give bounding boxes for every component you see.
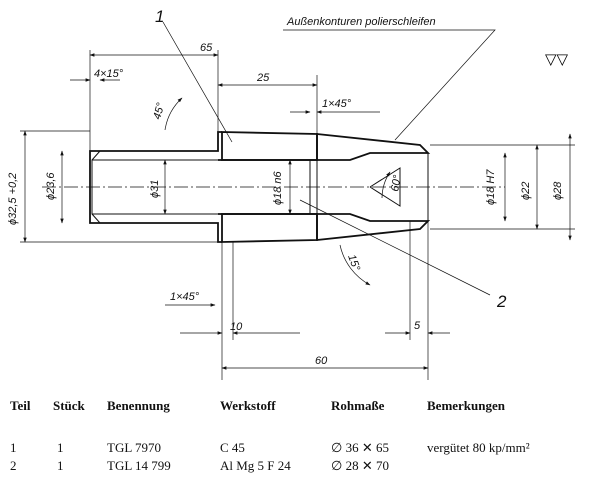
dim-dia-32: ϕ32,5 +0,2 — [7, 173, 19, 225]
dim-len-60: 60 — [315, 355, 328, 367]
leader-lines — [162, 21, 496, 296]
dim-dia-23: ϕ23,6 — [45, 172, 57, 200]
table-row: 1 1 TGL 7970 C 45 ∅ 36 ✕ 65 vergütet 80 … — [0, 440, 600, 458]
cell-rohmasse: ∅ 36 ✕ 65 — [331, 440, 389, 456]
dim-dia-31: ϕ31 — [149, 180, 161, 198]
cell-stueck: 1 — [57, 458, 64, 473]
table-row: 2 1 TGL 14 799 Al Mg 5 F 24 ∅ 28 ✕ 70 — [0, 458, 600, 476]
table-header-row: Teil Stück Benennung Werkstoff Rohmaße B… — [0, 398, 600, 416]
cell-werkstoff: Al Mg 5 F 24 — [220, 458, 291, 473]
dim-len-5: 5 — [414, 320, 421, 332]
dim-angle-45: 45° — [151, 101, 167, 121]
callout-part2: 2 — [496, 292, 507, 311]
diameter-icon: ∅ — [331, 441, 343, 456]
times-icon: ✕ — [361, 441, 373, 456]
dim-angle-60: 60° — [389, 173, 404, 192]
cell-rohmasse: ∅ 28 ✕ 70 — [331, 458, 389, 474]
header-stueck: Stück — [53, 398, 85, 413]
header-rohmasse: Rohmaße — [331, 398, 385, 413]
surface-finish-symbol: ▽▽ — [545, 50, 569, 68]
dim-overall-length: 65 — [200, 42, 213, 54]
cell-stueck: 1 — [57, 440, 64, 455]
dim-len-10: 10 — [230, 321, 243, 333]
header-benennung: Benennung — [107, 398, 170, 413]
surface-note: Außenkonturen polierschleifen — [286, 16, 436, 28]
dimension-lines — [23, 53, 572, 370]
dim-chamfer-bottom: 1×45° — [170, 291, 200, 303]
cell-werkstoff: C 45 — [220, 440, 245, 455]
shaft-outline — [89, 131, 222, 243]
cell-teil: 2 — [10, 458, 17, 473]
header-werkstoff: Werkstoff — [220, 398, 276, 413]
part1-section-top — [221, 131, 318, 161]
dim-bore-depth: 25 — [256, 72, 270, 84]
part2-section-top — [316, 132, 431, 161]
part1-section-bottom — [221, 213, 318, 243]
cell-teil: 1 — [10, 440, 17, 455]
technical-drawing: 1 2 Außenkonturen polierschleifen ▽▽ 65 … — [7, 7, 575, 380]
times-icon: ✕ — [361, 459, 373, 474]
dim-dia-18-n6: ϕ18 n6 — [272, 170, 284, 205]
extension-lines — [20, 50, 575, 380]
header-teil: Teil — [10, 398, 31, 413]
cell-bemerkung: vergütet 80 kp/mm² — [427, 440, 530, 455]
cell-benennung: TGL 14 799 — [107, 458, 171, 473]
header-bemerkungen: Bemerkungen — [427, 398, 505, 413]
dim-chamfer-top: 4×15° — [94, 68, 124, 80]
dim-dia-28: ϕ28 — [552, 181, 564, 200]
diameter-icon: ∅ — [331, 459, 343, 474]
dim-dia-18-h7: ϕ18 H7 — [485, 169, 497, 205]
dim-dia-22: ϕ22 — [520, 182, 532, 200]
cell-benennung: TGL 7970 — [107, 440, 162, 455]
dim-angle-15: 15° — [345, 253, 362, 273]
dim-chamfer-inner: 1×45° — [322, 98, 352, 110]
bore-outline — [222, 152, 429, 222]
callout-part1: 1 — [155, 7, 164, 26]
